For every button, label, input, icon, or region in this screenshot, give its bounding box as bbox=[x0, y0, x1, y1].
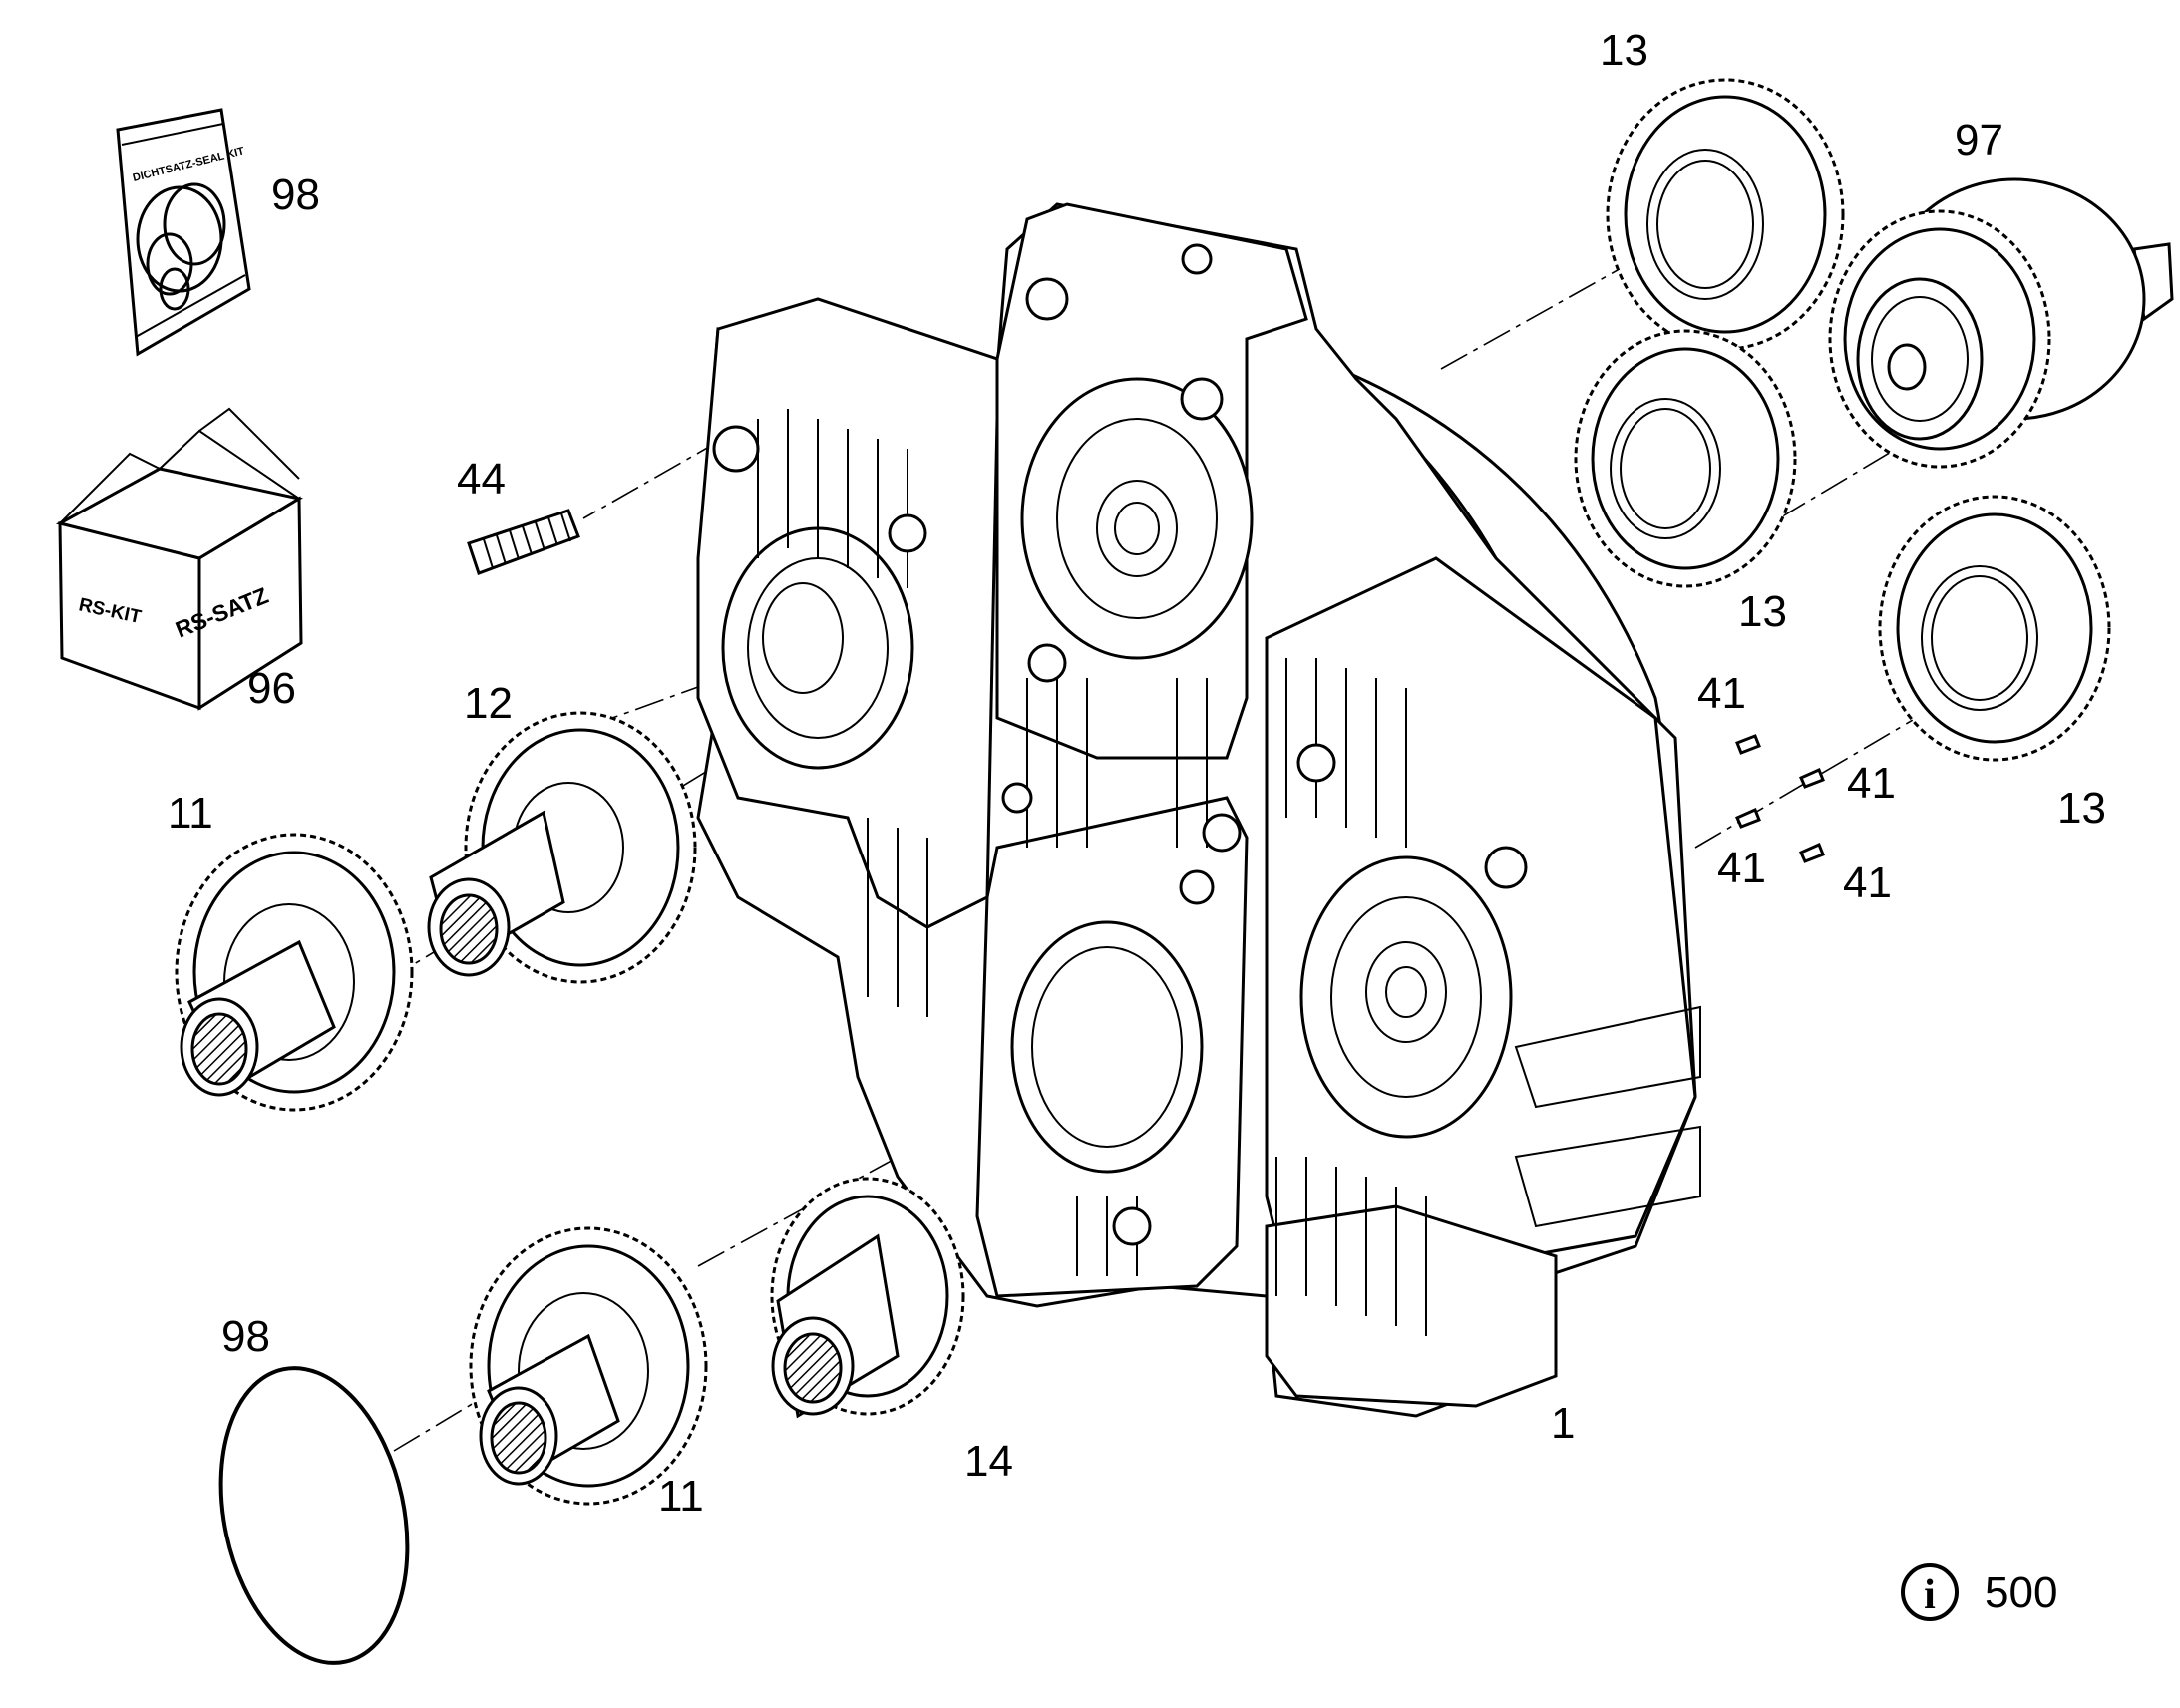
callout-41-d: 41 bbox=[1843, 858, 1892, 907]
callout-44: 44 bbox=[457, 455, 506, 504]
callout-41-a: 41 bbox=[1697, 669, 1746, 718]
callout-13-mid: 13 bbox=[1738, 587, 1787, 636]
callout-12: 12 bbox=[464, 679, 513, 728]
planet-carrier-97 bbox=[1828, 177, 2174, 469]
callout-98-kit: 98 bbox=[271, 171, 320, 219]
pins-41 bbox=[1735, 734, 1825, 863]
callout-1: 1 bbox=[1551, 1399, 1575, 1448]
gear-13-mid bbox=[1574, 329, 1797, 588]
info-icon-symbol: i bbox=[1924, 1572, 1936, 1618]
rs-kit-box: RS-KIT RS-SATZ bbox=[55, 407, 304, 711]
callout-13-top: 13 bbox=[1600, 26, 1648, 75]
callout-11-bottom: 11 bbox=[658, 1472, 704, 1521]
gear-11-top bbox=[175, 833, 414, 1112]
callout-11-top: 11 bbox=[168, 789, 213, 838]
o-ring bbox=[218, 1366, 410, 1665]
gear-14 bbox=[770, 1177, 965, 1419]
info-icon bbox=[1901, 1563, 1959, 1621]
callout-14: 14 bbox=[964, 1437, 1013, 1486]
gear-13-top bbox=[1606, 78, 1845, 351]
seal-kit-bag: DICHTSATZ-SEAL KIT bbox=[116, 108, 251, 357]
gear-housing bbox=[696, 202, 1701, 1418]
callout-41-b: 41 bbox=[1847, 759, 1896, 808]
info-value: 500 bbox=[1985, 1568, 2057, 1617]
gear-11-bottom bbox=[469, 1226, 708, 1506]
gear-13-right bbox=[1878, 495, 2111, 762]
callout-98-ring: 98 bbox=[221, 1312, 270, 1361]
callout-96: 96 bbox=[247, 664, 296, 713]
callout-97: 97 bbox=[1955, 116, 2003, 165]
callout-41-c: 41 bbox=[1717, 844, 1766, 892]
info-badge: i 500 bbox=[1901, 1563, 2057, 1621]
gear-12 bbox=[427, 711, 697, 984]
callout-13-right: 13 bbox=[2057, 784, 2106, 833]
threaded-stud bbox=[467, 509, 580, 575]
callouts: 98 96 44 12 11 98 11 14 1 13 13 13 97 41… bbox=[168, 26, 2106, 1521]
